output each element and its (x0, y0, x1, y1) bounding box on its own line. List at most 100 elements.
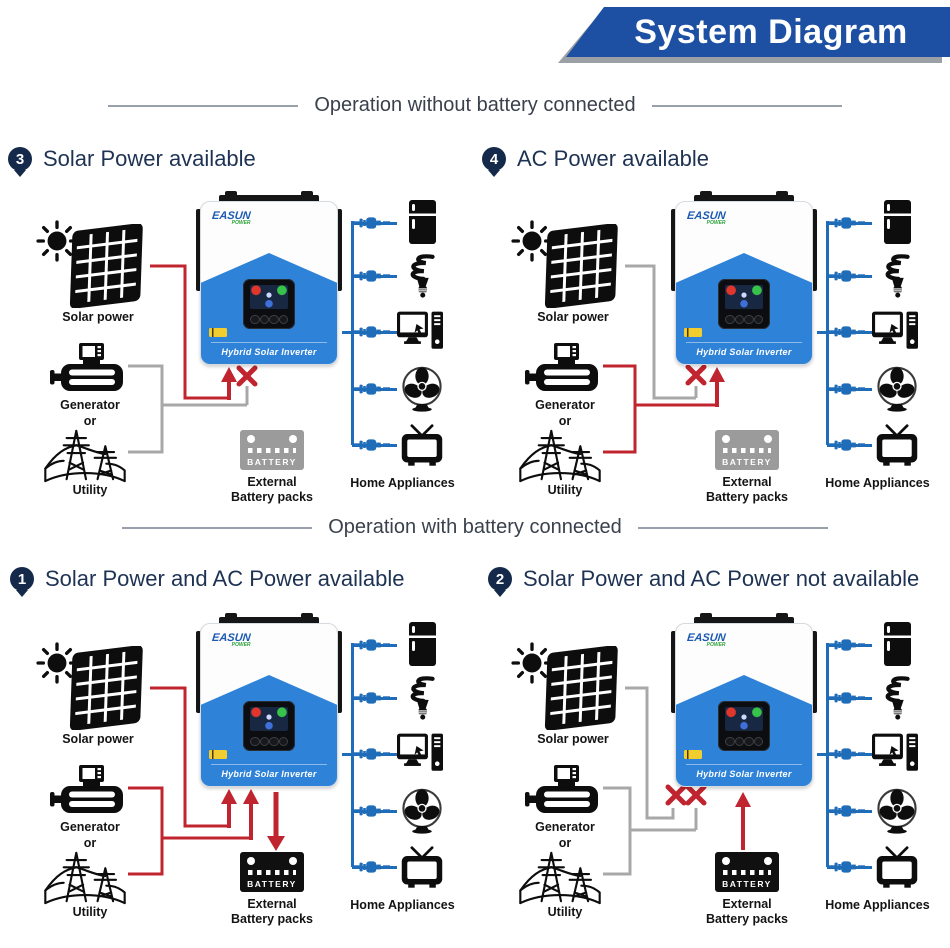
external-battery-label: External (722, 475, 772, 489)
inverter-model-label: Hybrid Solar Inverter (696, 347, 792, 357)
brand-sub: POWER (231, 642, 251, 648)
diagram-solar-available: Solar power Generator or Utility EASUN P… (0, 180, 475, 520)
external-battery-label: External (247, 475, 297, 489)
inverter-display (243, 279, 295, 329)
scenario-4-title: 4 AC Power available (482, 146, 709, 172)
easun-logo: EASUN POWER (686, 632, 727, 648)
display-buttons (725, 314, 763, 324)
scenario-3-title: 3 Solar Power available (8, 146, 256, 172)
display-screen (725, 285, 763, 309)
utility-icon (517, 424, 603, 484)
inverter-model-label: Hybrid Solar Inverter (696, 769, 792, 779)
display-buttons (250, 314, 288, 324)
battery-text: BATTERY (722, 879, 772, 889)
display-screen (725, 707, 763, 731)
plug-icon (354, 269, 390, 283)
fridge-icon (399, 622, 445, 668)
mounting-tab (700, 613, 713, 620)
brand-name: EASUN (686, 632, 727, 644)
external-battery-label: External (247, 897, 297, 911)
cfl-bulb-icon (874, 675, 920, 721)
tv-icon (874, 844, 920, 890)
display-screen (250, 285, 288, 309)
plug-icon (829, 325, 865, 339)
utility-label: Utility (547, 905, 583, 919)
plug-icon (829, 860, 865, 874)
easun-logo: EASUN POWER (686, 210, 726, 226)
battery-text: BATTERY (247, 879, 297, 889)
diagram-ac-available: Solar power Generator or Utility EASUN P… (475, 180, 950, 520)
battery-discharge-arrowhead (735, 792, 751, 807)
plug-icon (829, 638, 865, 652)
hybrid-inverter: EASUN POWER Hybrid Solar Inverter (671, 191, 817, 365)
external-battery: BATTERY (715, 852, 779, 892)
plug-icon (829, 804, 865, 818)
brand-sub: POWER (706, 642, 726, 648)
diagram-solar-and-ac-not-available: Solar power Generator or Utility EASUN P… (475, 602, 950, 942)
fan-icon (874, 366, 920, 412)
utility-icon (517, 846, 603, 906)
external-battery-label: Battery packs (231, 490, 313, 504)
diagram-solar-and-ac-available: Solar power Generator or Utility EASUN P… (0, 602, 475, 942)
scenario-number-badge: 2 (488, 567, 512, 591)
external-battery-label: External (722, 897, 772, 911)
ac-blocked-x-icon (685, 784, 707, 806)
utility-label: Utility (547, 483, 583, 497)
panel-separator (686, 764, 802, 765)
solar-power-label: Solar power (62, 732, 134, 746)
inverter-body: EASUN POWER Hybrid Solar Inverter (200, 623, 338, 787)
plug-icon (829, 438, 865, 452)
mounting-tab (225, 613, 238, 620)
home-appliances-label: Home Appliances (350, 476, 455, 490)
plug-icon (829, 747, 865, 761)
generator-label: Generator (60, 820, 120, 834)
panel-separator (686, 342, 802, 343)
solar-panel-icon (58, 224, 154, 308)
plug-icon (829, 269, 865, 283)
battery-terminal (722, 435, 730, 443)
plug-icon (829, 691, 865, 705)
display-screen (250, 707, 288, 731)
fan-icon (399, 788, 445, 834)
scenario-2-title: 2 Solar Power and AC Power not available (488, 566, 919, 592)
home-appliances-label: Home Appliances (825, 476, 930, 490)
fan-icon (874, 788, 920, 834)
fridge-icon (874, 622, 920, 668)
plug-icon (354, 860, 390, 874)
battery-dots (248, 870, 296, 875)
inverter-body: EASUN POWER Hybrid Solar Inverter (200, 201, 338, 365)
section-heading: Operation with battery connected (328, 516, 622, 538)
hybrid-inverter: EASUN POWER Hybrid Solar Inverter (196, 613, 342, 787)
scenario-title-text: AC Power available (517, 146, 709, 171)
plug-icon (354, 638, 390, 652)
tv-icon (874, 422, 920, 468)
ac-arrow-into-inverter (243, 789, 259, 804)
brand-sub: POWER (231, 220, 251, 226)
fan-icon (399, 366, 445, 412)
or-label: or (83, 414, 97, 428)
panel-separator (211, 764, 327, 765)
mounting-tab (700, 191, 713, 198)
divider-line (651, 104, 842, 107)
home-appliances-label: Home Appliances (350, 898, 455, 912)
scenario-title-text: Solar Power and AC Power available (45, 566, 405, 591)
heatsink-rail (337, 209, 342, 291)
heatsink-rail (337, 631, 342, 713)
battery-text: BATTERY (722, 457, 772, 467)
plug-icon (354, 438, 390, 452)
solar-power-label: Solar power (537, 732, 609, 746)
external-battery-label: Battery packs (706, 490, 788, 504)
plug-icon (354, 325, 390, 339)
battery-terminal (247, 435, 255, 443)
generator-icon (50, 343, 130, 397)
battery-dots (248, 448, 296, 453)
utility-icon (42, 846, 128, 906)
title-banner: System Diagram (558, 7, 950, 63)
battery-terminal (247, 857, 255, 865)
mounting-bracket (694, 617, 794, 625)
battery-terminal (764, 435, 772, 443)
divider-line (108, 104, 299, 107)
generator-label: Generator (535, 398, 595, 412)
mounting-bracket (694, 195, 794, 203)
pv-arrow-into-inverter (221, 367, 237, 382)
